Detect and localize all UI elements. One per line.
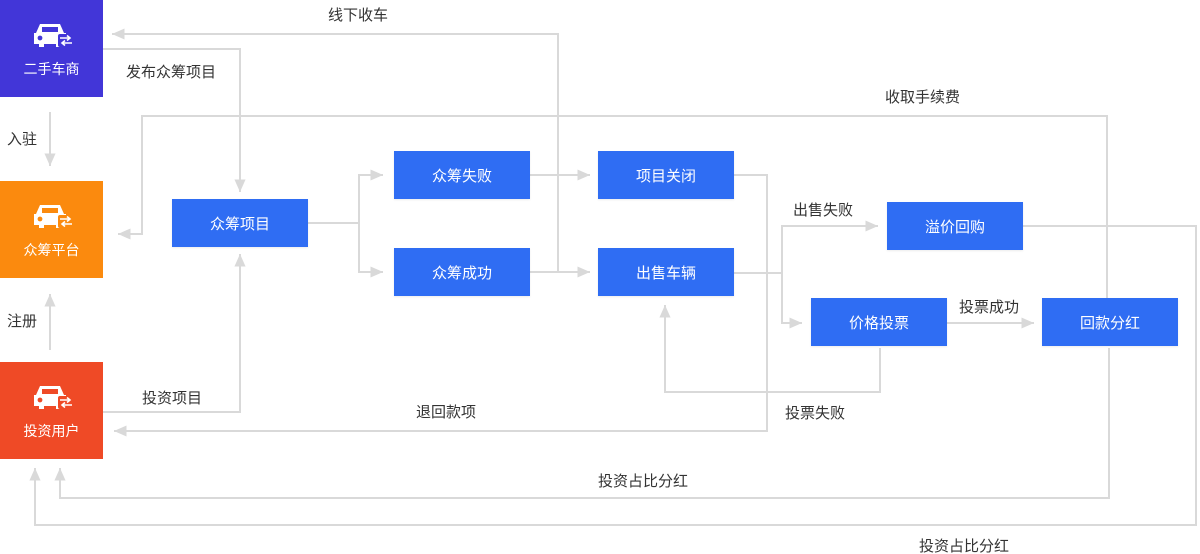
label-share-dividend-1: 投资占比分红 bbox=[598, 472, 689, 490]
actor-investor-label: 投资用户 bbox=[23, 424, 80, 440]
label-register: 注册 bbox=[7, 312, 38, 330]
car-exchange-icon bbox=[33, 24, 74, 47]
actor-platform: 众筹平台 bbox=[0, 181, 103, 278]
connector-vote-fail bbox=[659, 305, 881, 393]
actor-dealer-label: 二手车商 bbox=[23, 62, 80, 78]
connector-project-to-success bbox=[358, 223, 383, 278]
connector-publish-project bbox=[103, 48, 246, 192]
label-settle-in: 入驻 bbox=[7, 130, 38, 148]
connector-offline-collect bbox=[112, 28, 559, 272]
node-dividend-payout: 回款分红 bbox=[1042, 298, 1178, 346]
connector-sell-to-buyback bbox=[734, 220, 878, 274]
car-exchange-icon bbox=[33, 386, 74, 409]
node-crowdfunding-project: 众筹项目 bbox=[172, 199, 308, 247]
connector-project-to-fail bbox=[308, 169, 383, 224]
label-refund: 退回款项 bbox=[416, 403, 477, 421]
node-crowdfunding-success: 众筹成功 bbox=[394, 248, 530, 296]
label-invest-project: 投资项目 bbox=[142, 389, 203, 407]
node-sell-vehicle: 出售车辆 bbox=[598, 248, 734, 296]
label-share-dividend-2: 投资占比分红 bbox=[919, 537, 1010, 554]
label-vote-success: 投票成功 bbox=[959, 298, 1020, 316]
label-collect-fee: 收取手续费 bbox=[885, 88, 961, 106]
actor-platform-label: 众筹平台 bbox=[23, 243, 80, 259]
connector-dividend-1 bbox=[54, 348, 1110, 499]
label-publish-project: 发布众筹项目 bbox=[126, 63, 217, 81]
connector-dividend-2 bbox=[29, 225, 1197, 526]
connector-collect-fee bbox=[118, 115, 1108, 298]
connector-refund bbox=[114, 174, 768, 437]
node-price-vote: 价格投票 bbox=[811, 298, 947, 346]
connector-sell-to-vote bbox=[781, 273, 802, 329]
label-vote-fail: 投票失败 bbox=[785, 404, 846, 422]
actor-investor: 投资用户 bbox=[0, 362, 103, 459]
node-crowdfunding-fail: 众筹失败 bbox=[394, 151, 530, 199]
connector-invest-project bbox=[103, 254, 246, 413]
node-project-close: 项目关闭 bbox=[598, 151, 734, 199]
label-sell-fail: 出售失败 bbox=[793, 201, 854, 219]
car-exchange-icon bbox=[33, 205, 74, 228]
label-offline-collect: 线下收车 bbox=[328, 6, 389, 24]
actor-dealer: 二手车商 bbox=[0, 0, 103, 97]
node-premium-buyback: 溢价回购 bbox=[887, 202, 1023, 250]
